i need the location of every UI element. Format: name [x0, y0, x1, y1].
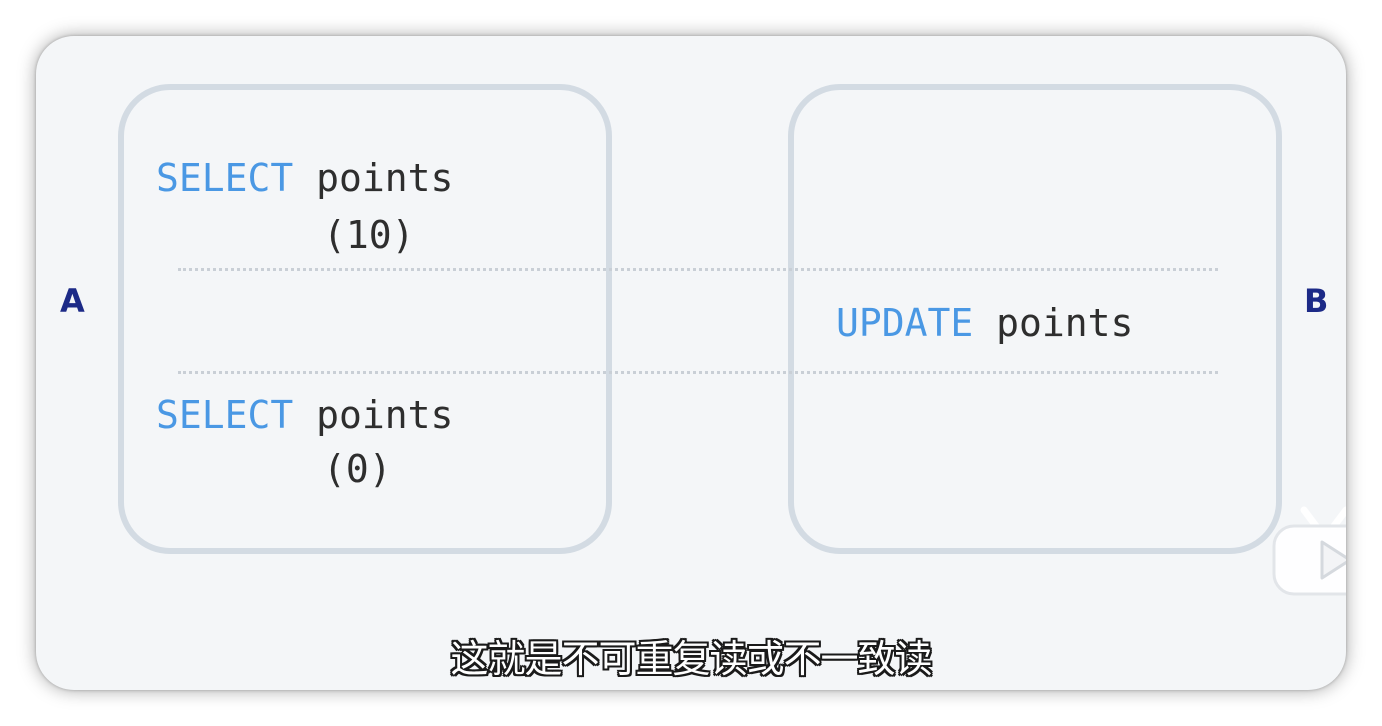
select-statement-1: SELECT points	[156, 155, 453, 201]
timeline-divider-2	[178, 371, 1218, 374]
slide-card: A B SELECT points (10) UPDATE points SEL…	[36, 36, 1346, 690]
column-name: points	[996, 301, 1134, 345]
update-keyword: UPDATE	[836, 301, 974, 345]
select-result-2: (0)	[323, 447, 392, 491]
transaction-b-label: B	[1304, 282, 1329, 320]
select-keyword: SELECT	[156, 393, 294, 437]
update-statement: UPDATE points	[836, 300, 1133, 346]
video-subtitle: 这就是不可重复读或不一致读	[450, 637, 932, 681]
select-statement-2: SELECT points	[156, 392, 453, 438]
timeline-divider-1	[178, 268, 1218, 271]
transaction-b-box	[788, 84, 1282, 554]
play-logo-icon	[1272, 506, 1346, 596]
transaction-a-box	[118, 84, 612, 554]
select-keyword: SELECT	[156, 156, 294, 200]
column-name: points	[316, 156, 454, 200]
select-result-1: (10)	[323, 213, 415, 257]
transaction-a-label: A	[60, 282, 85, 320]
column-name: points	[316, 393, 454, 437]
